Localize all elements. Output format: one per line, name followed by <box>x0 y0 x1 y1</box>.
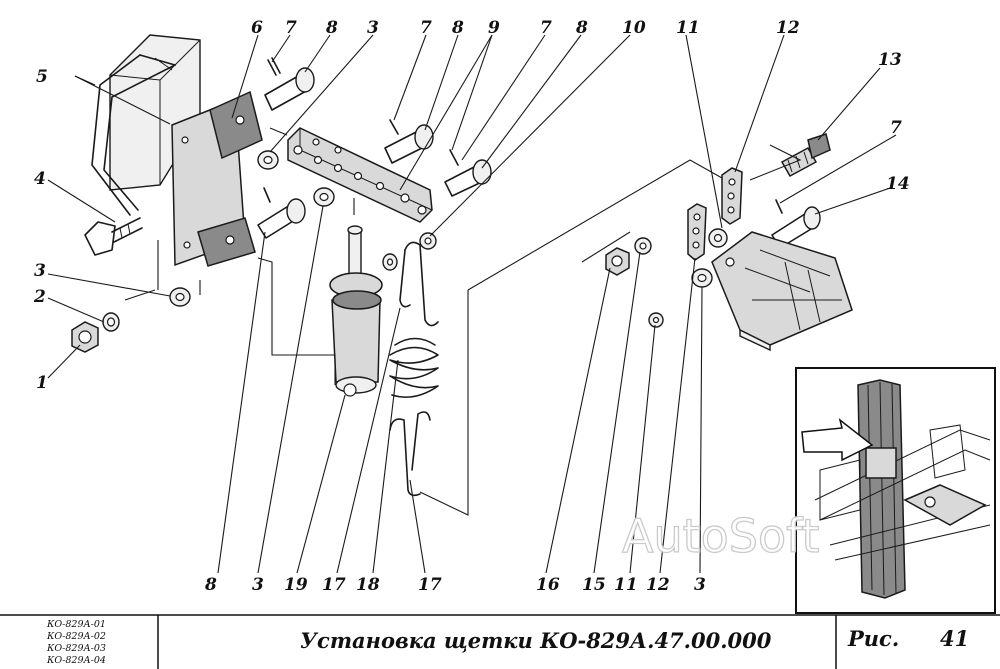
callout-17: 17 <box>322 575 346 595</box>
cotter-pin-part-7-upper <box>267 57 281 76</box>
nut-part-16 <box>605 247 630 276</box>
callout-3: 3 <box>34 261 46 281</box>
callout-6: 6 <box>251 18 263 38</box>
callout-8: 8 <box>204 575 217 595</box>
callout-7: 7 <box>420 18 432 38</box>
variant-3: КО-829А-03 <box>46 643 106 654</box>
spring-part-18 <box>389 337 439 398</box>
callout-7: 7 <box>285 18 297 38</box>
hook-part-17-lower <box>389 411 431 497</box>
pin-part-8-right <box>444 149 492 197</box>
inset-location-view <box>795 367 996 614</box>
hook-part-17-upper <box>399 241 439 327</box>
callout-9: 9 <box>488 18 500 38</box>
callout-3: 3 <box>367 18 379 38</box>
washer-part-3-left <box>169 287 191 307</box>
watermark-text: AutoSoft <box>622 509 820 563</box>
variant-4: КО-829А-04 <box>46 655 106 666</box>
brush-holder-bracket <box>711 231 853 352</box>
u-bolt-part-5 <box>91 54 176 216</box>
figure-label: Рис. <box>847 626 899 651</box>
callout-3: 3 <box>694 575 706 595</box>
callout-7: 7 <box>890 118 902 138</box>
callout-2: 2 <box>33 287 46 307</box>
nut-part-1 <box>71 321 99 353</box>
bolt-part-13 <box>780 133 831 178</box>
washer-part-10 <box>419 232 437 250</box>
callout-15: 15 <box>582 575 606 595</box>
washer-part-3-bar <box>313 187 335 207</box>
callout-3: 3 <box>252 575 264 595</box>
variant-2: КО-829А-02 <box>46 631 106 642</box>
spring-housing-cylinder-part-19 <box>329 225 383 397</box>
callout-13: 13 <box>878 50 902 70</box>
callout-11: 11 <box>676 18 700 38</box>
pin-part-8-upper <box>264 67 315 111</box>
pin-part-8-lower <box>257 187 306 239</box>
callout-4: 4 <box>34 169 46 189</box>
callouts-left: 5 4 3 2 1 <box>33 67 48 393</box>
plate-part-12-lower <box>687 203 707 261</box>
callout-5: 5 <box>36 67 48 87</box>
callout-12: 12 <box>776 18 800 38</box>
mounting-plate-part-6 <box>171 90 263 267</box>
figure-number: 41 <box>940 626 969 651</box>
callout-leader-lines <box>47 34 897 574</box>
callout-19: 19 <box>284 575 308 595</box>
title-block: КО-829А-01 КО-829А-02 КО-829А-03 КО-829А… <box>0 614 1000 669</box>
callout-8: 8 <box>325 18 338 38</box>
callout-16: 16 <box>536 575 560 595</box>
washer-part-2 <box>102 312 120 332</box>
callout-1: 1 <box>36 373 48 393</box>
callout-17: 17 <box>418 575 442 595</box>
link-bar-part-9 <box>287 127 433 223</box>
location-arrow-icon <box>801 418 874 462</box>
bolt-part-4 <box>84 217 143 256</box>
drawing-title: Установка щетки КО-829А.47.00.000 <box>300 628 772 653</box>
washer-part-11-lower <box>648 312 664 328</box>
callout-12: 12 <box>646 575 670 595</box>
callout-18: 18 <box>356 575 380 595</box>
callout-8: 8 <box>451 18 464 38</box>
variant-1: КО-829А-01 <box>46 619 106 630</box>
washer-part-small <box>382 253 398 271</box>
callout-7: 7 <box>540 18 552 38</box>
callout-10: 10 <box>622 18 646 38</box>
washer-part-3-right <box>691 268 713 288</box>
callout-11: 11 <box>614 575 638 595</box>
callout-8: 8 <box>575 18 588 38</box>
callouts-top: 6 7 8 3 7 8 9 7 8 10 11 12 13 7 14 <box>251 18 910 194</box>
washer-part-3-upper <box>257 150 279 170</box>
callouts-bottom: 8 3 19 17 18 17 16 15 11 12 3 <box>204 575 706 595</box>
callout-14: 14 <box>886 174 910 194</box>
washer-part-11 <box>634 228 728 255</box>
plate-part-12-upper <box>721 167 743 225</box>
